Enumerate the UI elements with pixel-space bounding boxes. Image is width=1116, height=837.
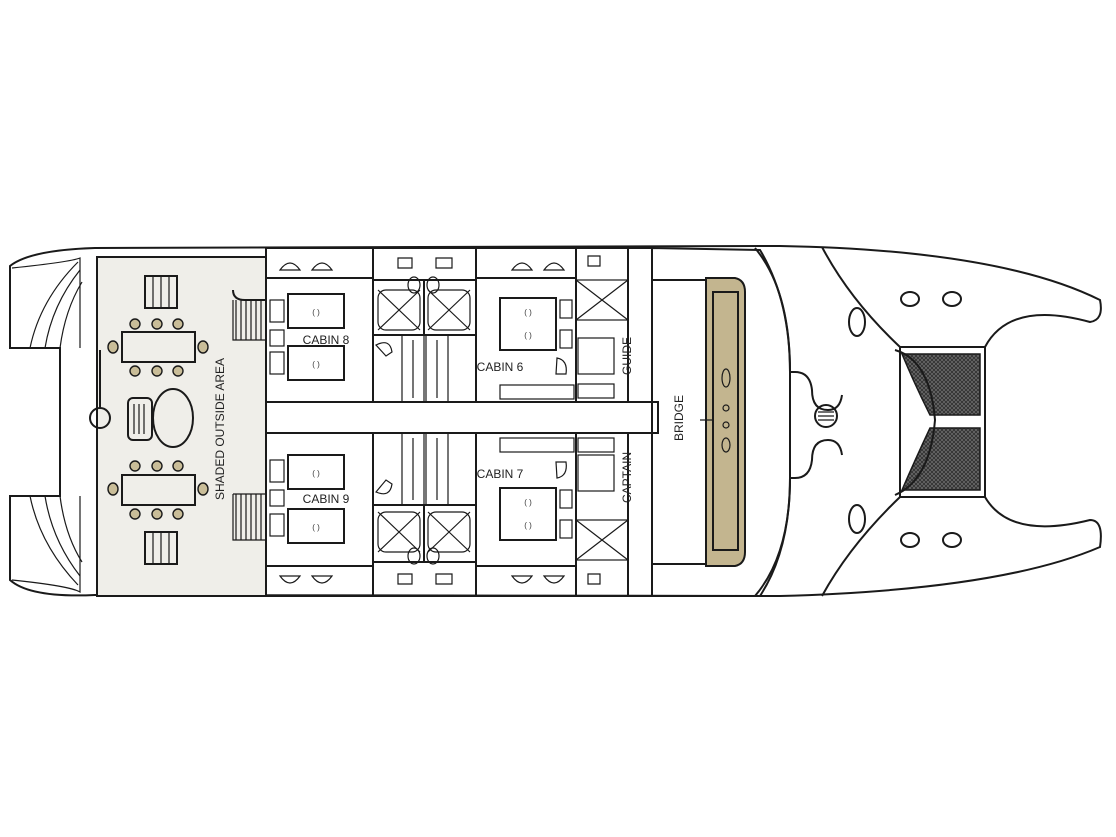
lounge-table xyxy=(127,388,194,448)
cabin-7: ( ) ( ) CABIN 7 xyxy=(475,432,577,597)
dining-table-lower xyxy=(107,460,209,520)
net-lower xyxy=(900,427,981,491)
dining-table-upper xyxy=(107,318,209,377)
cabin-7-label: CABIN 7 xyxy=(477,467,524,481)
bridge: BRIDGE xyxy=(651,246,791,597)
portholes xyxy=(814,291,962,548)
stairs-aft-upper xyxy=(144,275,178,309)
shaded-outside-area-label: SHADED OUTSIDE AREA xyxy=(213,358,227,500)
stairs-aft-lower xyxy=(144,531,178,565)
captain-label: CAPTAIN xyxy=(620,452,634,503)
net-upper xyxy=(900,353,981,416)
shaded-outside-area: SHADED OUTSIDE AREA xyxy=(89,256,267,597)
pillow-mark: ( ) xyxy=(524,331,532,340)
closets-center xyxy=(401,334,449,506)
cabin-block: ( ) ( ) CABIN 8 ( ) ( ) CABIN 9 xyxy=(265,247,659,597)
guide-cabin: GUIDE xyxy=(575,247,653,403)
pillow-mark: ( ) xyxy=(524,308,532,317)
pillow-mark: ( ) xyxy=(312,308,320,317)
stairs-cabin-lower xyxy=(232,493,266,541)
guide-label: GUIDE xyxy=(620,337,634,375)
cabin-9-label: CABIN 9 xyxy=(303,492,350,506)
central-corridor xyxy=(265,401,659,434)
stairs-cabin-upper xyxy=(232,289,266,341)
bathroom-upper xyxy=(372,247,477,336)
hull-outline xyxy=(9,244,1102,598)
pillow-mark: ( ) xyxy=(524,521,532,530)
cabin-6-label: CABIN 6 xyxy=(477,360,524,374)
cabin-9: ( ) ( ) CABIN 9 xyxy=(265,432,393,597)
pillow-mark: ( ) xyxy=(312,360,320,369)
cabin-6: ( ) ( ) CABIN 6 xyxy=(475,247,577,403)
bridge-label: BRIDGE xyxy=(672,395,686,441)
pillow-mark: ( ) xyxy=(524,498,532,507)
pillow-mark: ( ) xyxy=(312,523,320,532)
bathroom-lower xyxy=(372,504,477,597)
cabin-8: ( ) ( ) CABIN 8 xyxy=(265,247,393,403)
trampoline-nets xyxy=(894,349,981,496)
pillow-mark: ( ) xyxy=(312,469,320,478)
cabin-8-label: CABIN 8 xyxy=(303,333,350,347)
captain-cabin: CAPTAIN xyxy=(575,432,653,597)
